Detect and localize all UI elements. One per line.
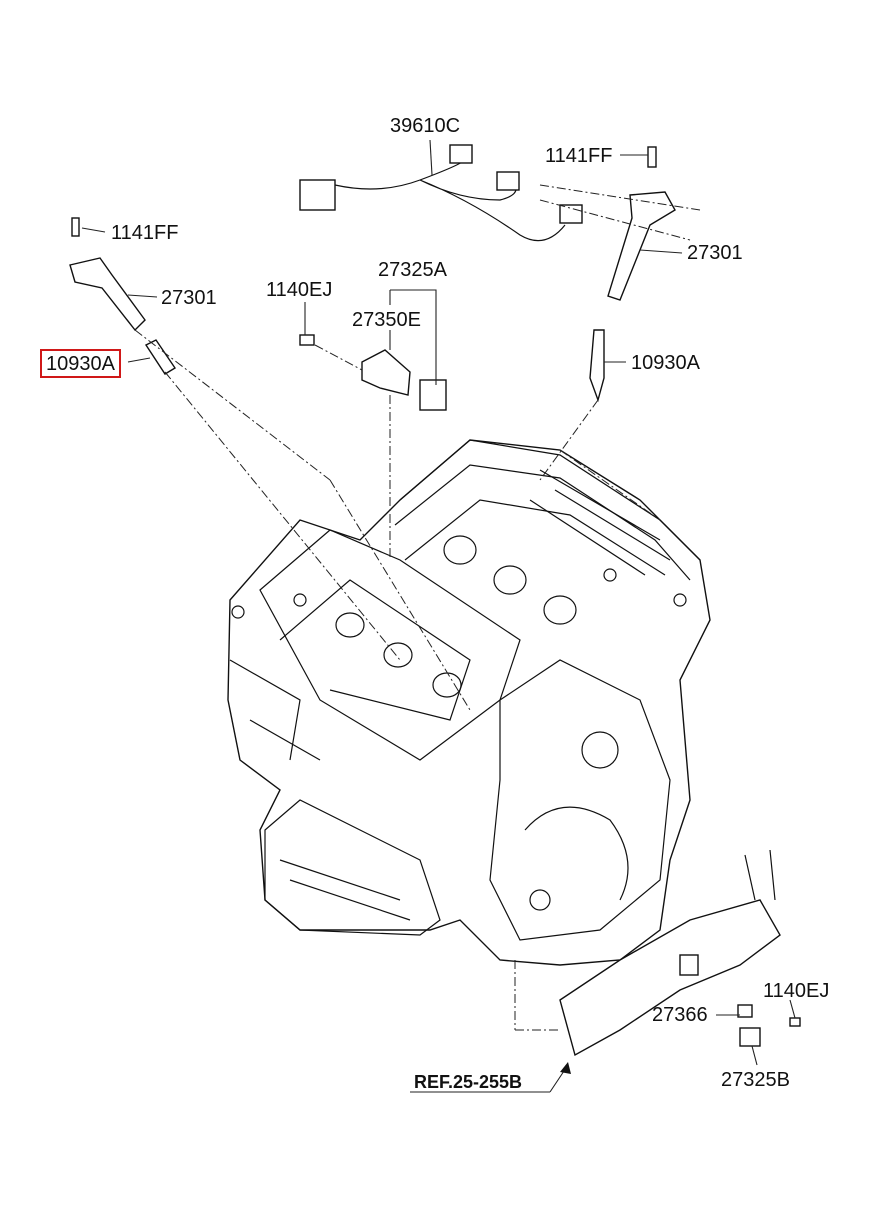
engine-block bbox=[227, 439, 711, 966]
sensor-bracket bbox=[299, 334, 447, 411]
label-bolt-bracket[interactable]: 1140EJ bbox=[266, 279, 333, 301]
label-harness[interactable]: 39610C bbox=[390, 115, 461, 137]
label-bracket[interactable]: 27350E bbox=[352, 309, 421, 331]
wiring-harness bbox=[299, 144, 583, 242]
label-spark-plug-left[interactable]: 10930A bbox=[40, 349, 121, 378]
label-bracket-bottom[interactable]: 27366 bbox=[652, 1004, 708, 1026]
ignition-coil-right bbox=[607, 146, 676, 301]
label-bolt-coil-right[interactable]: 1141FF bbox=[545, 145, 613, 167]
assembly-lines bbox=[134, 184, 701, 1031]
label-sensor-top[interactable]: 27325A bbox=[378, 259, 447, 281]
label-spark-plug-right[interactable]: 10930A bbox=[631, 352, 700, 374]
reference-link[interactable]: REF.25-255B bbox=[414, 1072, 523, 1092]
spark-plug-left bbox=[144, 339, 176, 375]
label-coil-left[interactable]: 27301 bbox=[161, 287, 217, 309]
label-sensor-bottom[interactable]: 27325B bbox=[721, 1069, 790, 1091]
label-bolt-coil-left[interactable]: 1141FF bbox=[111, 222, 179, 244]
label-coil-right[interactable]: 27301 bbox=[687, 242, 743, 264]
spark-plug-right bbox=[589, 329, 605, 403]
coolant-pipe bbox=[559, 849, 801, 1057]
label-bolt-bottom[interactable]: 1140EJ bbox=[763, 980, 830, 1002]
ignition-coil-left bbox=[69, 217, 146, 332]
leader-lines bbox=[81, 139, 796, 1093]
